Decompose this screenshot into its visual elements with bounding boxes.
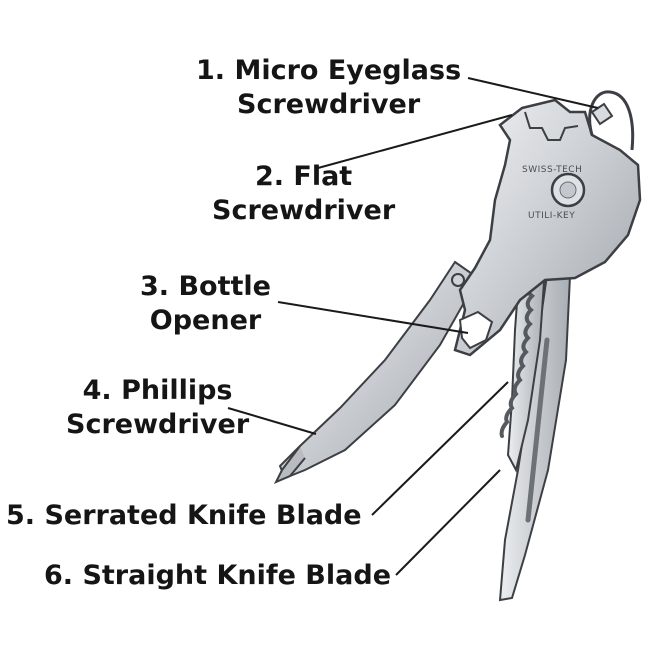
label-flat-screwdriver: 2. Flat Screwdriver [212, 160, 395, 228]
engraving-top: SWISS-TECH [522, 165, 582, 175]
phillips-screwdriver-arm [278, 260, 480, 480]
label-serrated-knife-blade: 5. Serrated Knife Blade [6, 499, 362, 533]
bottle-opener-cutout [458, 310, 494, 350]
label-5-line-1: 5. Serrated Knife Blade [6, 499, 362, 533]
label-4-line-1: 4. Phillips [66, 374, 249, 408]
engraving-bottom: UTILI-KEY [528, 211, 575, 221]
label-2-text-1: Flat [293, 161, 353, 192]
label-6-number: 6. [44, 560, 74, 591]
phillips-tip [273, 445, 306, 484]
label-2-line-1: 2. Flat [212, 160, 395, 194]
label-straight-knife-blade: 6. Straight Knife Blade [44, 559, 391, 593]
label-1-line-1: 1. Micro Eyeglass [196, 54, 461, 88]
serrated-knife-blade [506, 260, 547, 473]
label-1-text-1: Micro Eyeglass [234, 55, 462, 86]
label-3-line-1: 3. Bottle [140, 270, 271, 304]
label-phillips-screwdriver: 4. Phillips Screwdriver [66, 374, 249, 442]
label-6-line-1: 6. Straight Knife Blade [44, 559, 391, 593]
leader-lines [227, 77, 599, 576]
label-6-text-1: Straight Knife Blade [82, 560, 392, 591]
label-3-text-1: Bottle [178, 271, 271, 302]
serration-edge [499, 266, 536, 438]
key-ring-loop [588, 90, 635, 151]
leader-line-3 [277, 301, 469, 334]
label-3-text-2: Opener [149, 305, 262, 336]
leader-line-5 [371, 381, 509, 516]
label-3-number: 3. [140, 271, 170, 302]
label-bottle-opener: 3. Bottle Opener [140, 270, 271, 338]
label-4-text-2: Screwdriver [66, 409, 250, 440]
leader-line-6 [395, 469, 501, 576]
arm-rivet [451, 273, 465, 287]
label-micro-eyeglass-screwdriver: 1. Micro Eyeglass Screwdriver [196, 54, 461, 122]
leader-line-1 [467, 77, 599, 109]
label-2-number: 2. [254, 161, 284, 192]
label-4-text-1: Phillips [121, 375, 233, 406]
label-1-text-2: Screwdriver [237, 89, 421, 120]
leader-line-2 [317, 114, 513, 169]
key-notches [524, 111, 579, 141]
pivot-rivet-center [559, 181, 577, 199]
eyeglass-screwdriver-tip [590, 102, 614, 126]
leader-line-4 [227, 407, 317, 435]
label-2-text-2: Screwdriver [212, 195, 396, 226]
label-1-number: 1. [196, 55, 226, 86]
label-4-number: 4. [82, 375, 112, 406]
blade-groove [525, 337, 550, 523]
label-5-number: 5. [6, 500, 36, 531]
label-5-text-1: Serrated Knife Blade [44, 500, 362, 531]
